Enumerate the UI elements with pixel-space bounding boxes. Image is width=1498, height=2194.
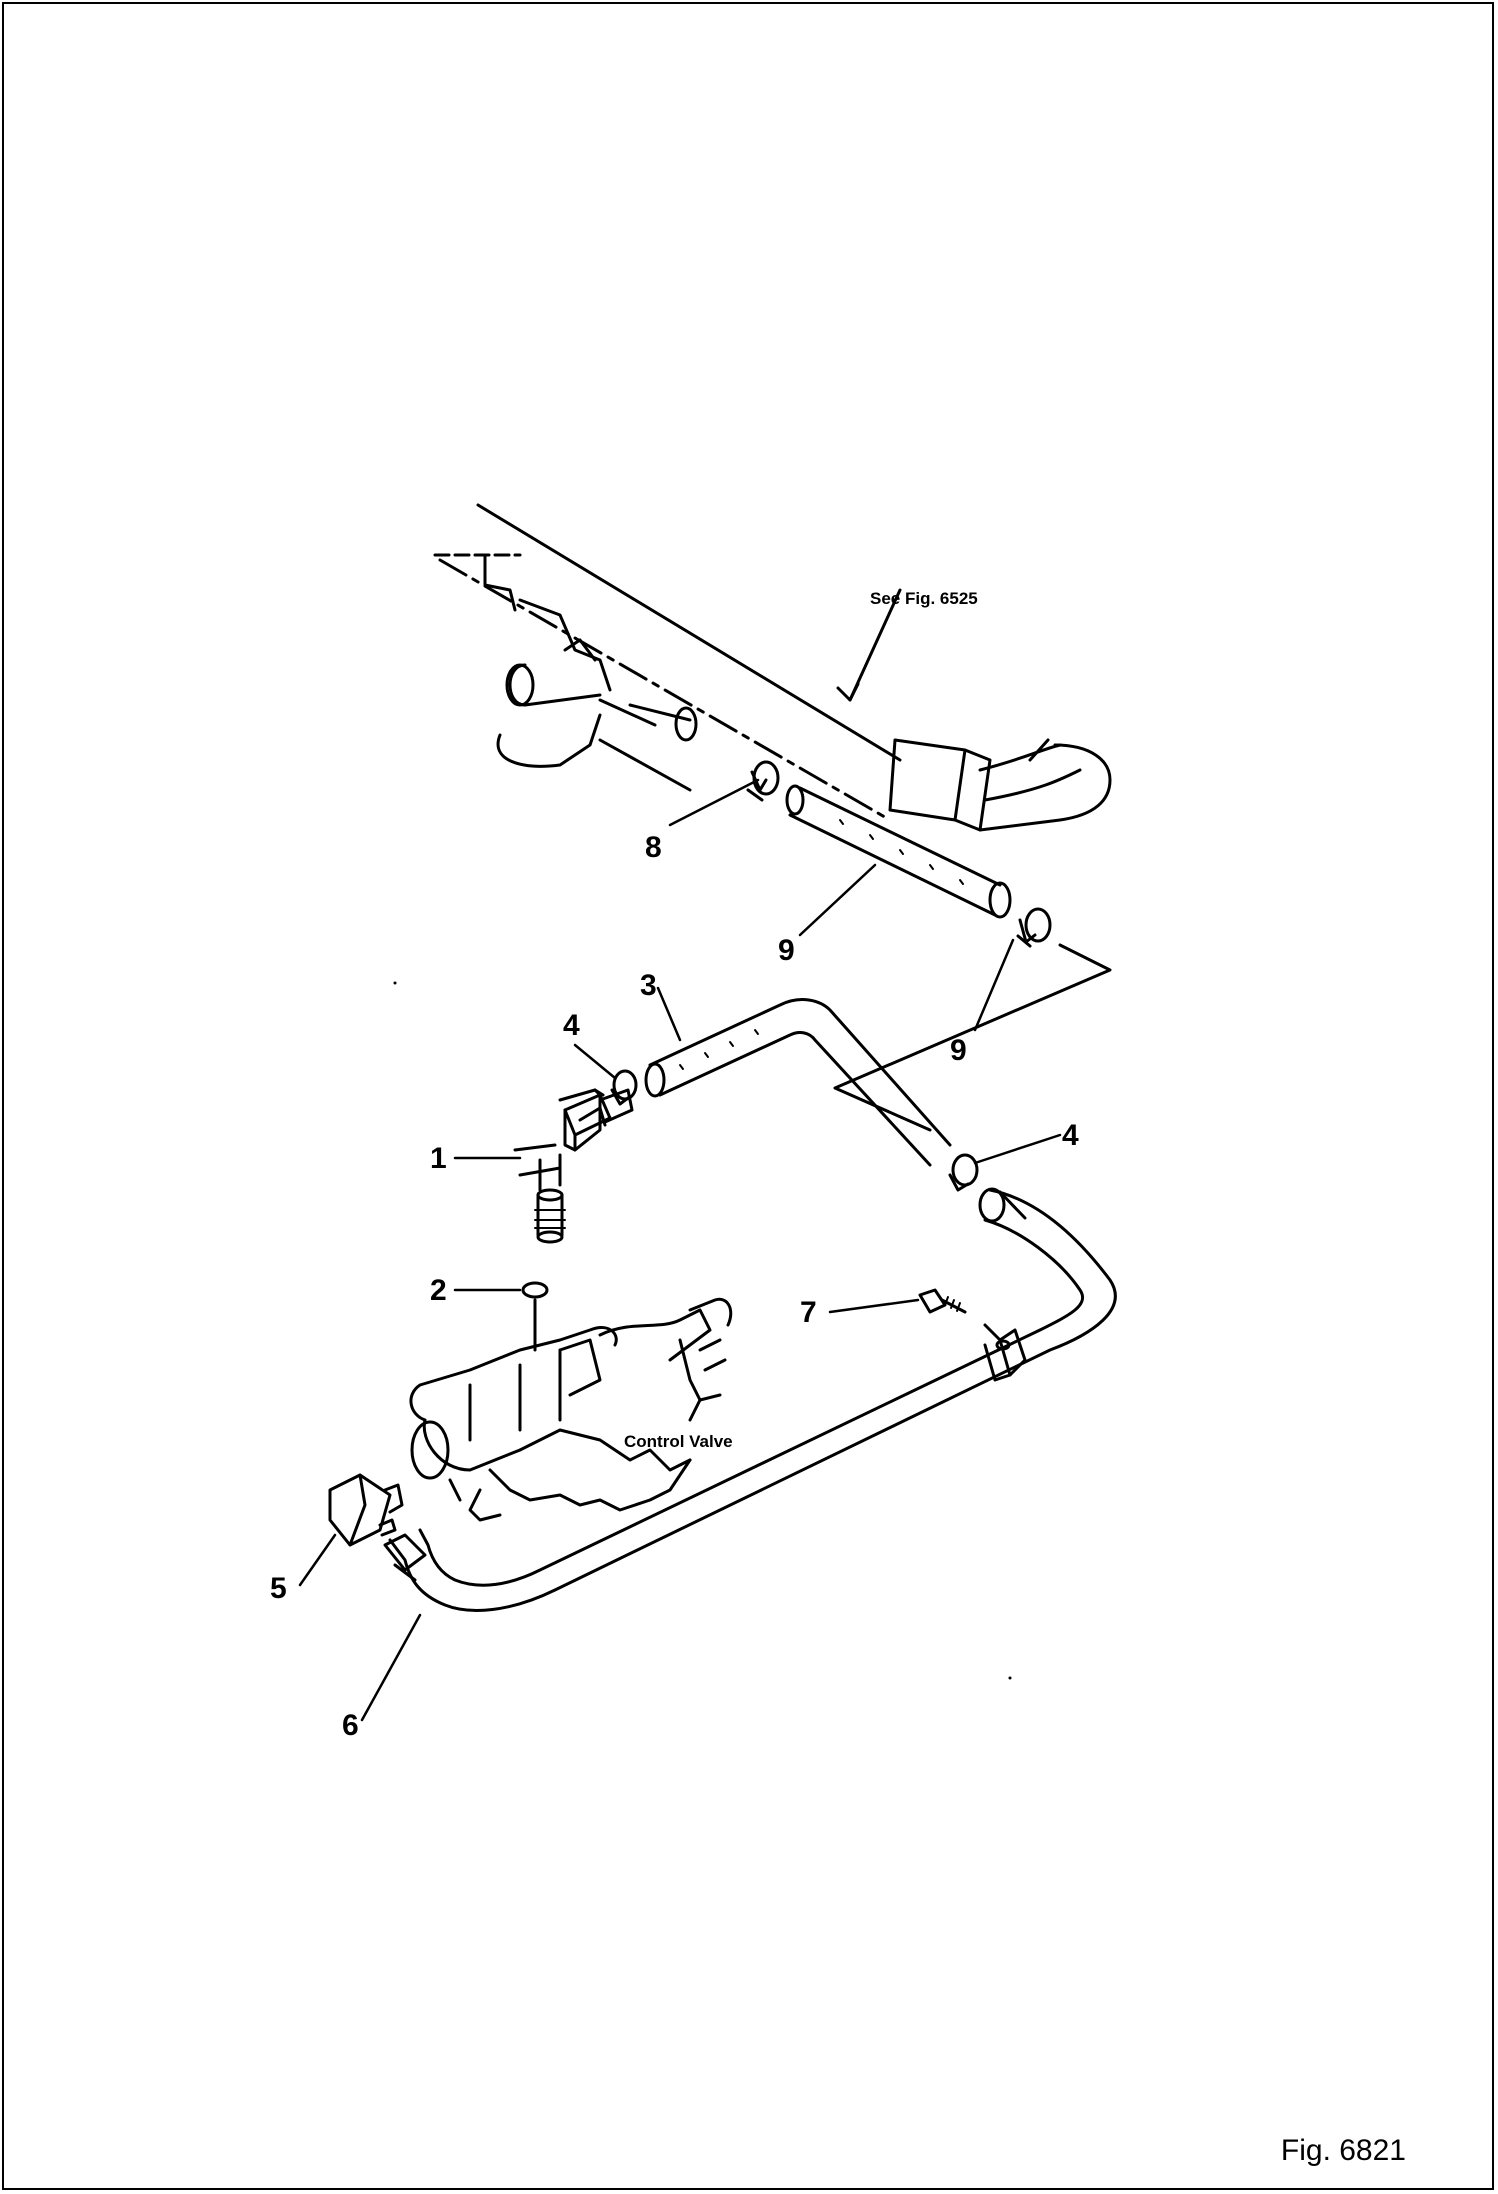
stray-dot [1008, 1676, 1012, 1680]
hose-8 [785, 784, 1012, 919]
reference-note: See Fig. 6525 [870, 589, 978, 608]
stray-dot [393, 981, 397, 985]
bolt-7 [918, 1288, 967, 1314]
clamp-9-upper [746, 760, 780, 802]
elbow-5 [328, 1473, 404, 1547]
reference-leader [848, 588, 902, 702]
hose-3 [644, 998, 952, 1167]
callout-6: 6 [342, 1709, 359, 1742]
callout-3: 3 [640, 969, 657, 1002]
callout-9-lower: 9 [950, 1034, 967, 1067]
control-valve-label: Control Valve [624, 1432, 733, 1451]
callout-leaders [298, 778, 1062, 1722]
assembly-bracket-line [833, 943, 1112, 1132]
callout-5: 5 [270, 1572, 287, 1605]
callout-8: 9 [778, 934, 795, 967]
callout-2: 2 [430, 1274, 447, 1307]
callout-7: 7 [800, 1296, 817, 1329]
clamp-4-left [610, 1069, 638, 1106]
callout-9-upper: 8 [645, 831, 662, 864]
pipe-6 [383, 1187, 1117, 1612]
clamp-9-lower [1016, 907, 1052, 948]
figure-label: Fig. 6821 [1280, 2134, 1406, 2167]
callout-1: 1 [430, 1142, 447, 1175]
callout-numbers: 8 9 9 3 4 4 1 2 7 5 6 [270, 831, 1079, 1742]
callout-4-left: 4 [563, 1009, 580, 1042]
o-ring-2 [521, 1281, 549, 1299]
clamp-4-right [948, 1153, 979, 1192]
reference-arrow [836, 682, 860, 702]
control-valve [409, 1297, 733, 1522]
pipe-clip [983, 1323, 1027, 1382]
upper-pipe-assembly [433, 503, 1112, 832]
elbow-fitting-1 [513, 1088, 634, 1244]
callout-4-right: 4 [1062, 1119, 1079, 1152]
